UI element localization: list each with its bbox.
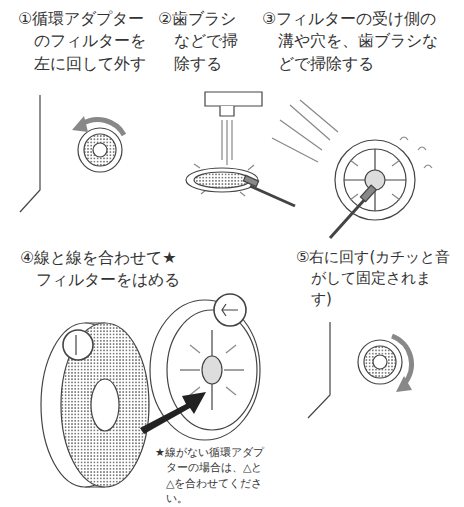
step-text: ②歯ブラシなどで掃除する <box>158 8 241 75</box>
note-text: ★線がない循環アダプターの場合は、△と△を合わせてください。 <box>155 445 268 507</box>
step-text: ⑤右に回す(カチッと音がして固定されます) <box>296 247 451 310</box>
step-text: ③フィルターの受け側の溝や穴を、歯ブラシなどで掃除する <box>262 8 443 75</box>
step-text: ④線と線を合わせて★フィルターをはめる <box>20 247 185 292</box>
step-text: ①循環アダプターのフィルターを左に回して外す <box>18 8 151 75</box>
